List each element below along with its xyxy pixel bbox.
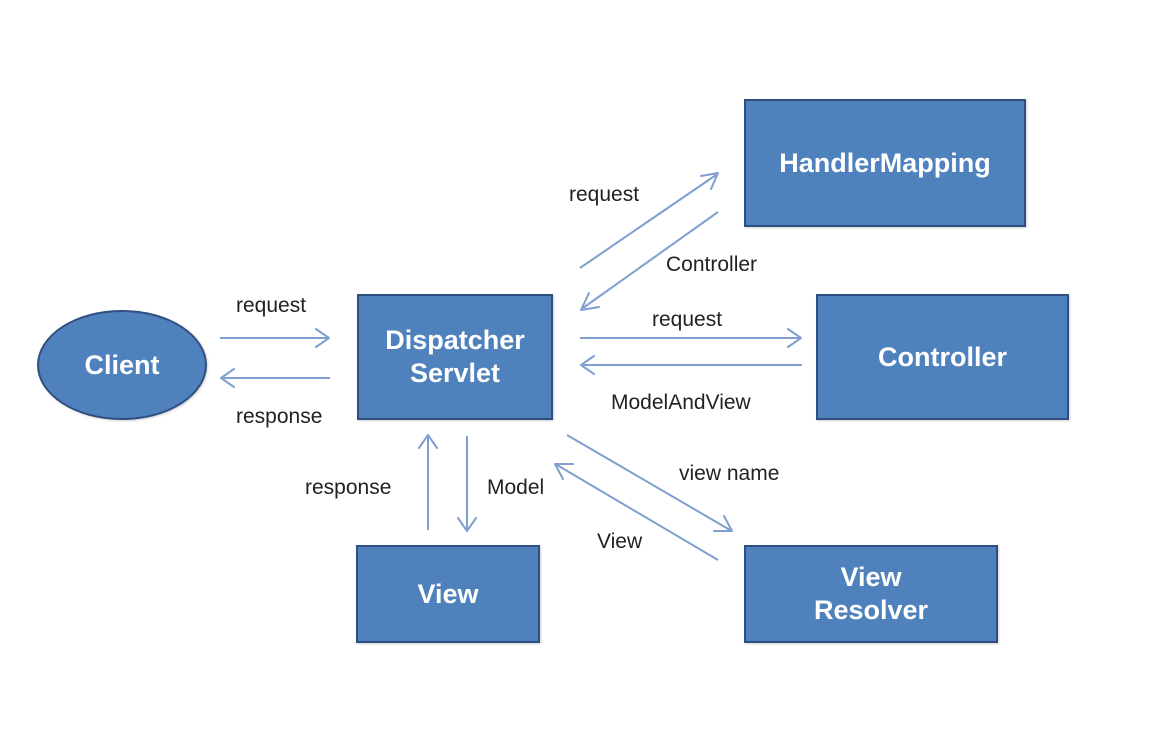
arrow-view-to-dispatcher xyxy=(418,434,438,530)
arrow-dispatcher-to-view xyxy=(457,436,477,532)
view-label: View xyxy=(417,578,479,609)
controller-modelandview-label: ModelAndView xyxy=(611,391,751,414)
arrow-handlermapping-to-dispatcher xyxy=(580,211,719,311)
viewresolver-view-label: View xyxy=(597,530,643,553)
client-node: Client xyxy=(37,310,207,420)
controller-request-label: request xyxy=(652,308,723,331)
handlermapping-request-label: request xyxy=(569,183,640,206)
arrow-dispatcher-to-controller xyxy=(580,328,802,348)
view-response-label: response xyxy=(305,476,392,499)
arrow-dispatcher-to-handlermapping xyxy=(579,172,719,269)
handlermapping-label: HandlerMapping xyxy=(779,147,991,178)
view-model-label: Model xyxy=(487,476,545,499)
arrow-dispatcher-to-client xyxy=(220,368,330,388)
controller-label: Controller xyxy=(877,341,1007,372)
client-request-label: request xyxy=(236,294,307,317)
handlermapping-controller-label: Controller xyxy=(666,253,758,276)
arrow-dispatcher-to-viewresolver xyxy=(566,434,733,532)
view-resolver-label: View Resolver xyxy=(813,562,929,625)
view-node: View xyxy=(356,545,540,643)
handlermapping-node: HandlerMapping xyxy=(744,99,1026,227)
arrow-viewresolver-to-dispatcher xyxy=(554,463,719,561)
controller-node: Controller xyxy=(816,294,1069,420)
client-response-label: response xyxy=(236,405,323,428)
viewresolver-viewname-label: view name xyxy=(679,462,780,485)
view-resolver-node: View Resolver xyxy=(744,545,998,643)
dispatcher-servlet-label: Dispatcher Servlet xyxy=(385,325,525,388)
arrow-controller-to-dispatcher xyxy=(580,355,802,375)
client-label: Client xyxy=(84,349,160,380)
dispatcher-servlet-node: Dispatcher Servlet xyxy=(357,294,553,420)
arrow-client-to-dispatcher xyxy=(220,328,330,348)
